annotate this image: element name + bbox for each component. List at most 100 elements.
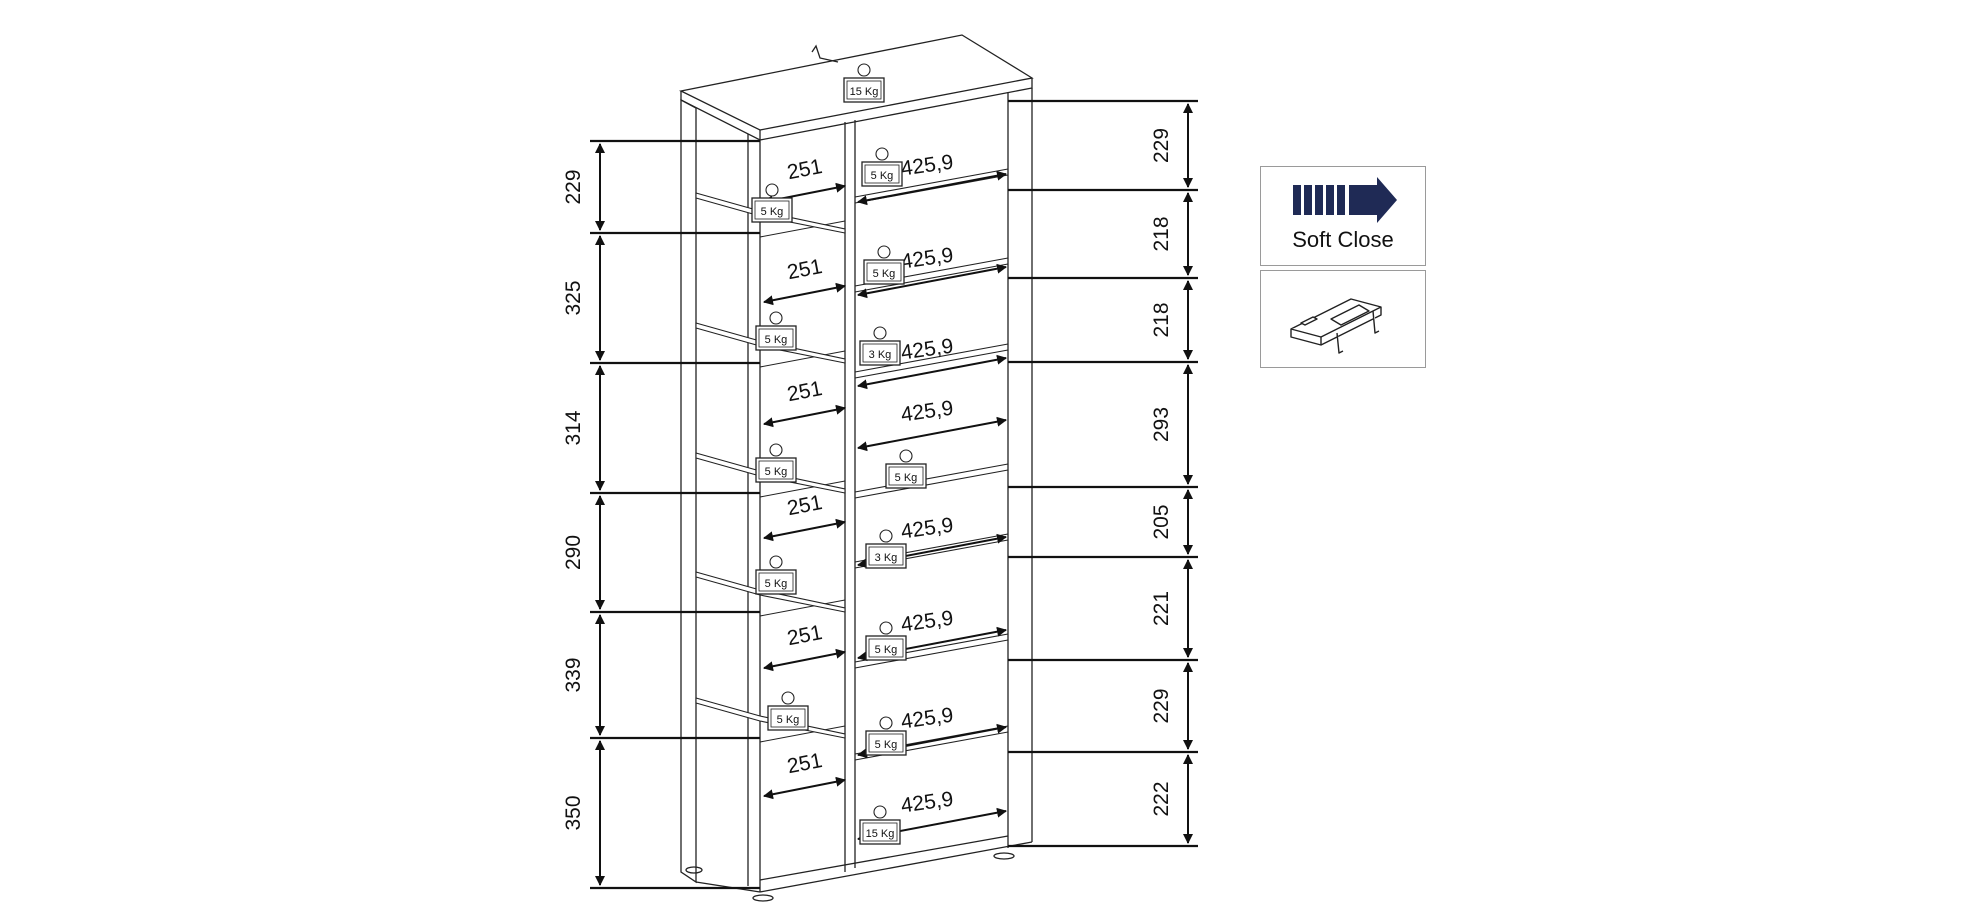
weight-box-inner [868, 638, 904, 658]
weight-box [863, 259, 905, 285]
weight-box-inner [754, 200, 790, 220]
right-height-label: 205 [1150, 504, 1173, 539]
weight-knob [875, 147, 889, 161]
weight-label: 5 Kg [761, 206, 784, 218]
soft-close-arrowhead [1349, 177, 1397, 223]
left-height-label: 339 [562, 657, 585, 692]
soft-close-bar [1304, 185, 1312, 215]
weight-box [843, 77, 885, 103]
weight-box [865, 543, 907, 569]
right-width-label: 425,9 [899, 397, 954, 427]
soft-close-bar [1337, 185, 1345, 215]
weight-knob [879, 716, 893, 730]
weight-box [865, 730, 907, 756]
right-height-label: 229 [1150, 128, 1173, 163]
left-width-label: 251 [785, 377, 824, 406]
weight-box [865, 635, 907, 661]
weight-label: 5 Kg [765, 334, 788, 346]
weight-box-inner [866, 262, 902, 282]
weight-knob [879, 621, 893, 635]
right-height-label: 218 [1150, 216, 1173, 251]
left-width-label: 251 [785, 749, 824, 778]
weight-box [755, 569, 797, 595]
left-height-label: 350 [562, 795, 585, 830]
soft-close-label: Soft Close [1292, 227, 1394, 252]
left-width-arrow [763, 518, 846, 542]
soft-close-legend: Soft Close [1260, 166, 1426, 266]
left-width-arrow [763, 648, 846, 672]
weight-label: 3 Kg [875, 552, 898, 564]
weight-box [859, 340, 901, 366]
weight-box [767, 705, 809, 731]
right-shelf-edge [854, 463, 1009, 493]
hinge-legend [1260, 270, 1426, 368]
right-width-label: 425,9 [899, 514, 954, 544]
weight-labels: 15 Kg5 Kg5 Kg5 Kg5 Kg5 Kg5 Kg5 Kg3 Kg5 K… [751, 63, 927, 845]
weight-box-inner [770, 708, 806, 728]
weight-label: 5 Kg [765, 466, 788, 478]
weight-label: 5 Kg [875, 644, 898, 656]
weight-box-inner [758, 328, 794, 348]
left-width-label: 251 [785, 255, 824, 284]
weight-box [755, 457, 797, 483]
weight-knob [769, 311, 783, 325]
left-shelf-edge [759, 350, 846, 368]
soft-close-bar [1315, 185, 1323, 215]
weight-box-inner [864, 164, 900, 184]
weight-box [755, 325, 797, 351]
soft-close-bar [1326, 185, 1334, 215]
weight-box-inner [888, 466, 924, 486]
right-width-arrow [857, 170, 1007, 206]
weight-knob [873, 805, 887, 819]
left-shelf-edge [759, 725, 846, 743]
left-width-label: 251 [785, 155, 824, 184]
weight-box-inner [868, 733, 904, 753]
hinge-icon [1290, 298, 1382, 354]
weight-label: 15 Kg [850, 86, 879, 98]
weight-label: 5 Kg [895, 472, 918, 484]
weight-label: 5 Kg [871, 170, 894, 182]
weight-box-inner [846, 80, 882, 100]
left-width-arrow [763, 404, 846, 428]
right-height-label: 222 [1150, 781, 1173, 816]
weight-box-inner [862, 822, 898, 842]
shelf-width-dimensions: 251251251251251251425,9425,9425,9425,942… [763, 151, 1007, 843]
cabinet-outline [678, 34, 1034, 902]
left-height-label: 290 [562, 535, 585, 570]
weight-label: 5 Kg [875, 739, 898, 751]
right-height-label: 218 [1150, 302, 1173, 337]
right-width-arrow [857, 263, 1007, 299]
weight-knob [769, 555, 783, 569]
weight-knob [899, 449, 913, 463]
weight-knob [857, 63, 871, 77]
weight-box [751, 197, 793, 223]
weight-box-inner [758, 460, 794, 480]
right-width-label: 425,9 [899, 607, 954, 637]
weight-box-inner [868, 546, 904, 566]
right-width-label: 425,9 [899, 151, 954, 181]
weight-knob [873, 326, 887, 340]
left-width-arrow [763, 776, 846, 800]
weight-knob [765, 183, 779, 197]
weight-label: 15 Kg [866, 828, 895, 840]
left-height-label: 325 [562, 280, 585, 315]
right-width-label: 425,9 [899, 335, 954, 365]
weight-knob [769, 443, 783, 457]
weight-box [885, 463, 927, 489]
left-shelf-edge [759, 220, 846, 238]
left-shelf-edge [759, 599, 846, 617]
right-width-arrow [857, 354, 1007, 390]
left-width-label: 251 [785, 621, 824, 650]
left-shelf-edge [759, 480, 846, 498]
weight-label: 3 Kg [869, 349, 892, 361]
left-width-arrow [763, 282, 846, 306]
right-height-label: 221 [1150, 591, 1173, 626]
right-height-label: 229 [1150, 688, 1173, 723]
weight-knob [781, 691, 795, 705]
weight-box [859, 819, 901, 845]
soft-close-bar [1293, 185, 1301, 215]
